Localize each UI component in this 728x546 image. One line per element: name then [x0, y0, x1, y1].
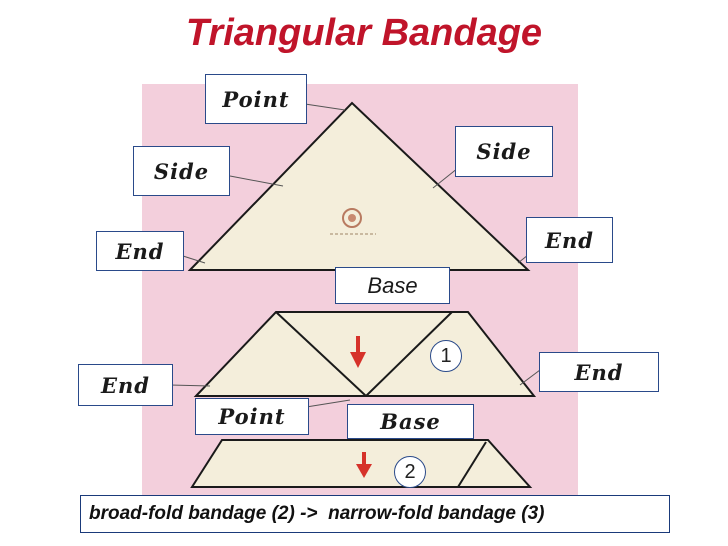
fold-down-arrow-2-icon: [356, 452, 372, 478]
fold-down-arrow-icon: [350, 336, 366, 368]
folded-bandage-step-2: [190, 439, 533, 488]
caption-text: broad-fold bandage (2) -> narrow-fold ba…: [80, 495, 670, 533]
label-point-top: Point: [205, 74, 307, 124]
label-point-mid: Point: [195, 398, 309, 435]
slide-title: Triangular Bandage: [185, 12, 543, 54]
label-side-right: Side: [455, 126, 553, 177]
step-number-2: 2: [394, 456, 426, 488]
label-base-mid: Base: [347, 404, 474, 439]
bandage-emblem-icon: [330, 208, 376, 235]
step-number-1: 1: [430, 340, 462, 372]
label-side-left: Side: [133, 146, 230, 196]
label-end-left-top: End: [96, 231, 184, 271]
label-end-right-mid: End: [539, 352, 659, 392]
label-base-top: Base: [335, 267, 450, 304]
label-end-right-top: End: [526, 217, 613, 263]
label-end-left-mid: End: [78, 364, 173, 406]
